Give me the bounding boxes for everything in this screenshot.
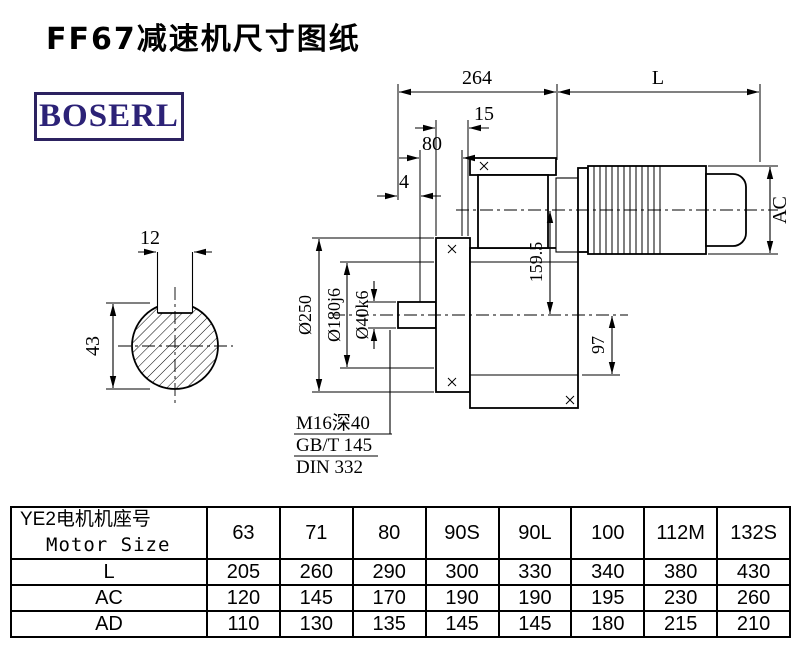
dim-159-5-label: 159.5 (526, 242, 546, 283)
dim-15-label: 15 (474, 103, 494, 125)
dim-spigot: Ø180j6 (324, 261, 434, 369)
motor-size-header-cn: YE2电机机座号 (20, 509, 151, 531)
motor-size-header-en: Motor Size (46, 534, 171, 556)
cell: 215 (643, 610, 719, 638)
dim-12-label: 12 (140, 227, 160, 249)
shaft-tap-note: M16深40 GB/T 145 DIN 332 (294, 330, 392, 478)
cell: 430 (716, 558, 791, 586)
dim-4-label: 4 (399, 171, 409, 193)
bell-housing (555, 177, 579, 253)
dim-43-label: 43 (82, 336, 104, 356)
cell: 210 (716, 610, 791, 638)
cell: 290 (351, 558, 427, 586)
gearbox-housing (469, 247, 579, 409)
motor-size-header-cell: YE2电机机座号 Motor Size (10, 506, 208, 560)
page-title: FF67减速机尺寸图纸 (46, 22, 361, 57)
brand-logo: BOSERL (34, 92, 184, 141)
dim-flange-od: Ø250 (295, 237, 434, 393)
dim-AC: AC (708, 165, 791, 255)
dia-40-label: Ø40k6 (352, 291, 372, 340)
row-label: AD (10, 610, 208, 638)
note-thread: M16深40 (296, 412, 370, 434)
cell: 230 (643, 584, 719, 612)
technical-drawing: 12 43 (82, 67, 791, 478)
housing-upper (477, 174, 549, 249)
motor-dimension-table: YE2电机机座号 Motor Size 63 71 80 90S 90L 100… (10, 506, 791, 638)
dim-80: 80 (399, 133, 483, 302)
row-label: AC (10, 584, 208, 612)
cell: 190 (424, 584, 500, 612)
dia-250-label: Ø250 (295, 295, 315, 335)
dim-L-label: L (652, 67, 664, 89)
cell: 110 (206, 610, 281, 638)
dim-shaft-height: 43 (82, 302, 150, 390)
cell: 300 (424, 558, 500, 586)
table-row-AC: AC 120 145 170 190 190 195 230 260 (10, 584, 791, 612)
column-header: 80 (351, 506, 427, 560)
cell: 340 (570, 558, 646, 586)
column-header: 112M (643, 506, 719, 560)
cell: 170 (351, 584, 427, 612)
column-header: 90S (424, 506, 500, 560)
cell: 145 (278, 584, 354, 612)
cell: 120 (206, 584, 281, 612)
gearmotor-side-view (332, 157, 778, 409)
table-header-row: YE2电机机座号 Motor Size 63 71 80 90S 90L 100… (10, 506, 791, 560)
cell: 260 (278, 558, 354, 586)
note-gb-standard: GB/T 145 (296, 435, 372, 456)
column-header: 63 (206, 506, 281, 560)
cell: 330 (497, 558, 573, 586)
cell: 380 (643, 558, 719, 586)
cell: 205 (206, 558, 281, 586)
column-header: 132S (716, 506, 791, 560)
dim-15: 15 (415, 103, 494, 236)
cell: 190 (497, 584, 573, 612)
dia-180-label: Ø180j6 (324, 288, 344, 342)
column-header: 100 (570, 506, 646, 560)
brand-logo-text: BOSERL (39, 98, 179, 134)
dim-80-label: 80 (422, 133, 442, 155)
dim-axis-distance: 159.5 (526, 211, 554, 314)
dim-97: 97 (582, 316, 620, 376)
dim-264-label: 264 (462, 67, 492, 89)
bolt-marks (447, 161, 575, 405)
cell: 130 (278, 610, 354, 638)
dim-4: 4 (377, 171, 441, 200)
shaft-cross-section-view (118, 252, 233, 405)
cell: 180 (570, 610, 646, 638)
dim-keyway-width: 12 (138, 227, 212, 256)
cell: 195 (570, 584, 646, 612)
dim-L: L (558, 67, 761, 162)
note-din-standard: DIN 332 (296, 457, 363, 478)
table-row-AD: AD 110 130 135 145 145 180 215 210 (10, 610, 791, 638)
cell: 145 (424, 610, 500, 638)
dim-97-label: 97 (588, 336, 608, 354)
cell: 135 (351, 610, 427, 638)
table-row-L: L 205 260 290 300 330 340 380 430 (10, 558, 791, 586)
dim-shaft-dia: Ø40k6 (352, 281, 396, 349)
column-header: 71 (278, 506, 354, 560)
dim-AC-label: AC (769, 196, 791, 224)
cell: 260 (716, 584, 791, 612)
column-header: 90L (497, 506, 573, 560)
dim-264: 264 (397, 67, 558, 200)
row-label: L (10, 558, 208, 586)
cell: 145 (497, 610, 573, 638)
